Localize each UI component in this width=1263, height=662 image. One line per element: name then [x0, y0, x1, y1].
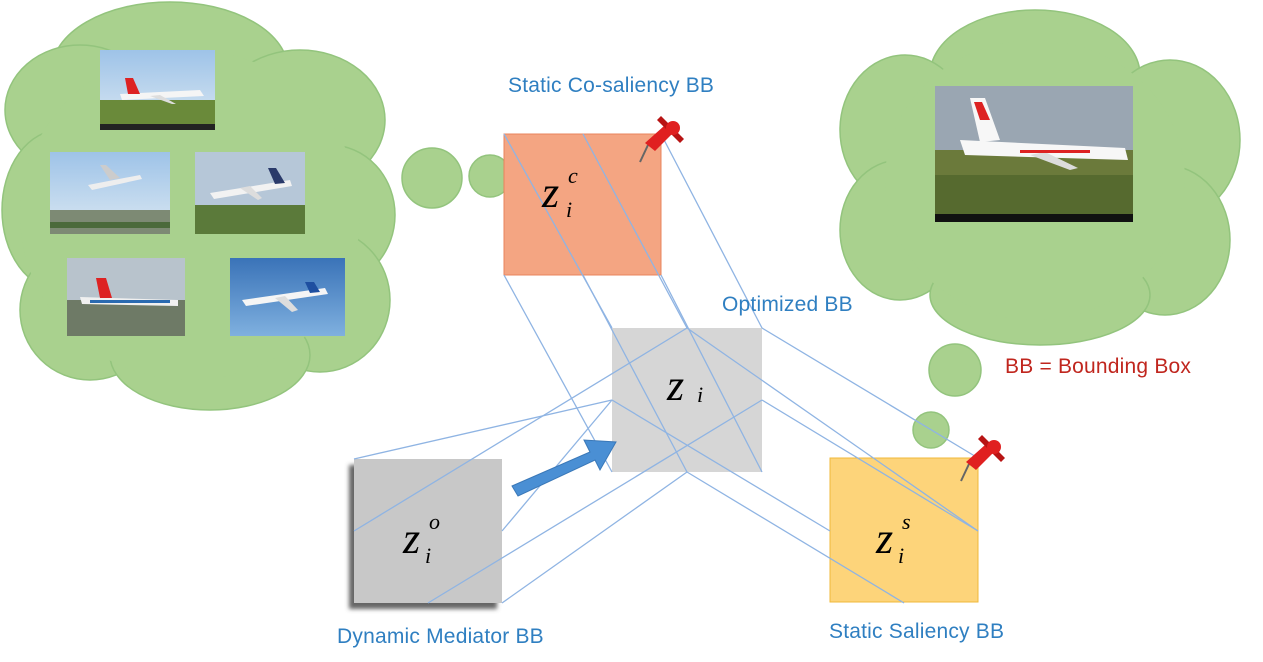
cosaliency-box [503, 133, 662, 276]
connector-lines [353, 133, 979, 604]
thought-bubble-large-right [928, 343, 982, 397]
saliency-symbol: z s i [876, 509, 911, 568]
pushpin-icon-right [960, 435, 1005, 482]
saliency-box [829, 457, 979, 603]
cosaliency-symbol: z c i [542, 163, 578, 222]
static-saliency-label: Static Saliency BB [829, 620, 1005, 643]
airplane-photo-3 [195, 152, 305, 234]
optimized-label: Optimized BB [722, 293, 853, 316]
optimized-box [612, 328, 762, 472]
thought-bubble-large [401, 147, 463, 209]
optimized-symbol: z i [667, 361, 704, 410]
airplane-photo-large [935, 86, 1133, 222]
airplane-photo-5 [230, 258, 345, 336]
bb-legend-label: BB = Bounding Box [1005, 355, 1192, 378]
arrow-right-icon [511, 439, 617, 497]
mediator-symbol: z o i [403, 509, 440, 568]
mediator-box [354, 459, 502, 603]
airplane-photo-2 [50, 152, 170, 234]
static-cosaliency-label: Static Co-saliency BB [508, 74, 715, 97]
airplane-photo-4 [67, 258, 185, 336]
pushpin-icon [639, 116, 684, 163]
airplane-photo-1 [100, 50, 215, 130]
dynamic-mediator-label: Dynamic Mediator BB [337, 625, 544, 648]
